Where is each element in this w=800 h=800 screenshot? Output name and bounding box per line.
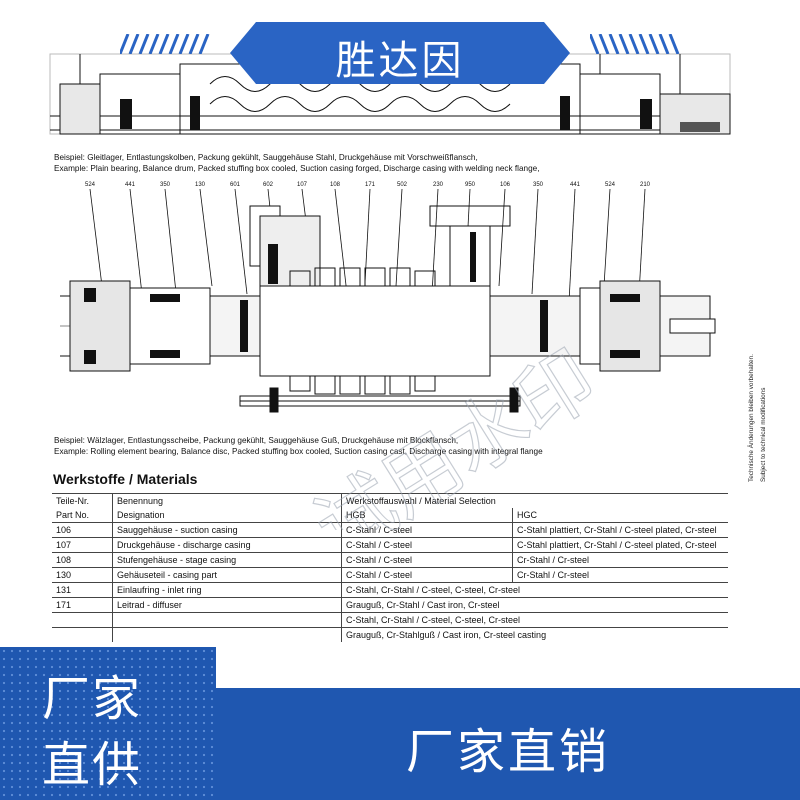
caption-top-de: Beispiel: Gleitlager, Entlastungskolben,… — [54, 153, 478, 162]
cell-hgc: Cr-Stahl / Cr-steel — [512, 552, 728, 568]
badge-factory-supply: 厂家 直供 — [0, 647, 216, 800]
cell-part-no: 108 — [52, 552, 113, 568]
cell-material: C-Stahl, Cr-Stahl / C-steel, C-steel, Cr… — [341, 612, 728, 628]
cell-designation: Leitrad - diffuser — [112, 597, 342, 613]
part-label: 441 — [125, 182, 136, 188]
table-header-row: Part No. Designation HGB HGC — [52, 508, 728, 523]
part-label: 524 — [605, 182, 616, 188]
cell-material: C-Stahl, Cr-Stahl / C-steel, C-steel, Cr… — [341, 582, 728, 598]
cell-hgb: C-Stahl / C-steel — [341, 537, 513, 553]
side-note-line1: Technische Änderungen bleiben vorbehalte… — [748, 354, 755, 482]
cell-material: Grauguß, Cr-Stahlguß / Cast iron, Cr-ste… — [341, 627, 728, 642]
title-banner: 胜达因 — [230, 22, 570, 84]
cell-hgb: C-Stahl / C-steel — [341, 522, 513, 538]
cell-hgc: C-Stahl plattiert, Cr-Stahl / C-steel pl… — [512, 537, 728, 553]
bottom-bar: 厂家直销 — [216, 688, 800, 800]
cell-designation — [112, 627, 342, 642]
cell-part-no: 131 — [52, 582, 113, 598]
caption-bottom-en: Example: Rolling element bearing, Balanc… — [54, 447, 543, 456]
cell-designation: Einlaufring - inlet ring — [112, 582, 342, 598]
badge-line2: 直供 — [42, 737, 143, 793]
part-label: 107 — [297, 182, 308, 188]
part-label: 601 — [230, 182, 241, 188]
cell-material: Grauguß, Cr-Stahl / Cast iron, Cr-steel — [341, 597, 728, 613]
side-note: Technische Änderungen bleiben vorbehalte… — [742, 332, 782, 492]
cell-hgb: C-Stahl / C-steel — [341, 567, 513, 583]
header-name-de: Benennung — [112, 493, 342, 508]
leader-line — [568, 188, 576, 303]
banner-hatch-right — [588, 33, 690, 55]
cell-hgb: C-Stahl / C-steel — [341, 552, 513, 568]
pump-drawing-top — [49, 53, 731, 135]
header-selection: Werkstoffauswahl / Material Selection — [341, 493, 728, 508]
part-label: 230 — [433, 182, 444, 188]
part-label: 210 — [640, 182, 651, 188]
leader-line — [129, 188, 143, 295]
caption-top: Beispiel: Gleitlager, Entlastungskolben,… — [54, 152, 539, 174]
cell-part-no: 106 — [52, 522, 113, 538]
header-part-en: Part No. — [56, 510, 90, 520]
caption-top-en: Example: Plain bearing, Balance drum, Pa… — [54, 164, 540, 173]
leader-line — [603, 188, 611, 287]
leader-line — [395, 188, 403, 287]
leader-line — [638, 188, 646, 295]
side-note-line2: Subject to technical modifications — [760, 387, 767, 483]
leader-line — [334, 188, 348, 295]
part-label: 502 — [397, 182, 408, 188]
cell-hgc: Cr-Stahl / Cr-steel — [512, 567, 728, 583]
cell-hgc: C-Stahl plattiert, Cr-Stahl / C-steel pl… — [512, 522, 728, 538]
cell-part-no — [52, 627, 113, 642]
bottom-bar-text: 厂家直销 — [405, 724, 610, 780]
leader-line — [89, 188, 103, 287]
header-part-de: Teile-Nr. — [52, 493, 113, 508]
part-label: 350 — [533, 182, 544, 188]
part-label: 171 — [365, 182, 376, 188]
part-label: 130 — [195, 182, 206, 188]
cell-designation — [112, 612, 342, 628]
part-label: 602 — [263, 182, 274, 188]
cell-designation: Sauggehäuse - suction casing — [112, 522, 342, 538]
leader-line — [531, 188, 539, 295]
badge-line1: 厂家 — [42, 671, 143, 727]
materials-title: Werkstoffe / Materials — [53, 471, 198, 487]
cell-designation: Gehäuseteil - casing part — [112, 567, 342, 583]
header-name-en: Designation — [112, 508, 342, 523]
cell-part-no — [52, 612, 113, 628]
part-label: 350 — [160, 182, 171, 188]
table-row: Grauguß, Cr-Stahlguß / Cast iron, Cr-ste… — [52, 627, 728, 642]
cell-designation: Stufengehäuse - stage casing — [112, 552, 342, 568]
leader-line — [498, 188, 506, 287]
pump-cross-section: 524 441 350 130 601 602 107 108 171 502 230 950 106 3… — [60, 182, 716, 413]
caption-bottom-de: Beispiel: Wälzlager, Entlastungsscheibe,… — [54, 436, 459, 445]
cell-designation: Druckgehäuse - discharge casing — [112, 537, 342, 553]
table-header-row: Teile-Nr. Benennung Werkstoffauswahl / M… — [52, 493, 728, 508]
cell-part-no: 130 — [52, 567, 113, 583]
table-row: C-Stahl, Cr-Stahl / C-steel, C-steel, Cr… — [52, 612, 728, 628]
part-label: 524 — [85, 182, 96, 188]
caption-bottom: Beispiel: Wälzlager, Entlastungsscheibe,… — [54, 435, 543, 457]
leader-line — [164, 188, 178, 303]
cell-part-no: 171 — [52, 597, 113, 613]
header-hgb: HGB — [341, 508, 513, 523]
banner-hatch-left — [118, 33, 215, 55]
materials-table: Teile-Nr. Benennung Werkstoffauswahl / M… — [52, 493, 728, 642]
banner-title: 胜达因 — [335, 38, 465, 84]
leader-line — [199, 188, 213, 287]
part-label: 950 — [465, 182, 476, 188]
cell-part-no: 107 — [52, 537, 113, 553]
header-hgc: HGC — [512, 508, 728, 523]
leader-line — [234, 188, 248, 295]
part-label: 106 — [500, 182, 511, 188]
part-label: 108 — [330, 182, 341, 188]
part-label: 441 — [570, 182, 581, 188]
